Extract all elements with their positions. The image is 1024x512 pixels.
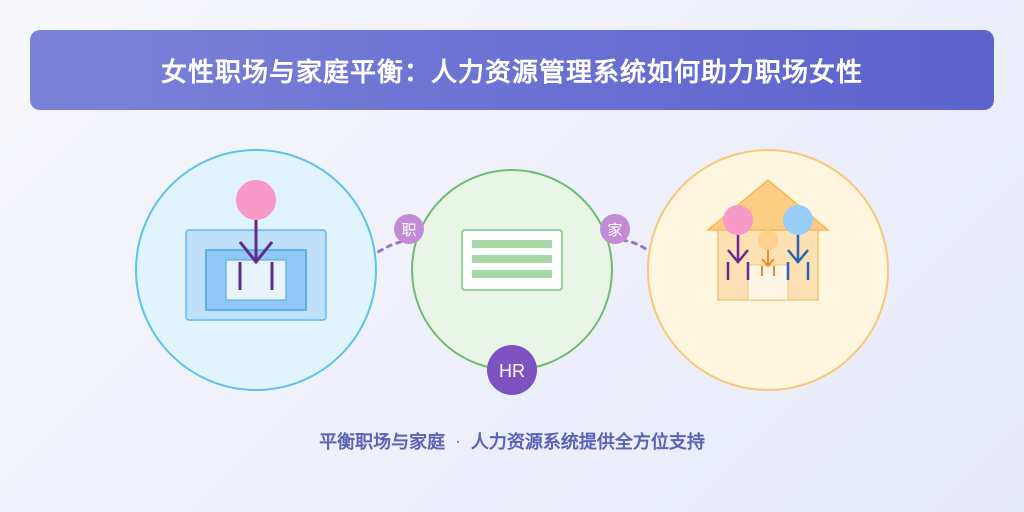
caption: 平衡职场与家庭 · 人力资源系统提供全方位支持 <box>0 428 1024 454</box>
family-badge-label: 家 <box>607 221 622 239</box>
workplace-circle <box>135 149 377 391</box>
caption-right: 人力资源系统提供全方位支持 <box>470 432 705 453</box>
workplace-badge-label: 职 <box>401 221 416 239</box>
document-list-icon <box>461 229 563 291</box>
mother-figure-icon <box>723 205 753 280</box>
home-circle <box>647 149 889 391</box>
child-figure-icon <box>758 230 778 276</box>
working-woman-icon <box>236 180 276 290</box>
hr-system-circle <box>411 169 613 371</box>
hr-badge-label: HR <box>499 361 525 381</box>
family-badge: 家 <box>600 214 630 244</box>
caption-separator: · <box>455 432 461 453</box>
hr-badge: HR <box>487 345 537 395</box>
office-building-icon <box>185 229 327 321</box>
workplace-badge: 职 <box>394 214 424 244</box>
title-banner: 女性职场与家庭平衡：人力资源管理系统如何助力职场女性 <box>30 30 994 110</box>
caption-left: 平衡职场与家庭 <box>319 432 446 453</box>
page-title: 女性职场与家庭平衡：人力资源管理系统如何助力职场女性 <box>160 57 863 88</box>
father-figure-icon <box>783 205 813 280</box>
